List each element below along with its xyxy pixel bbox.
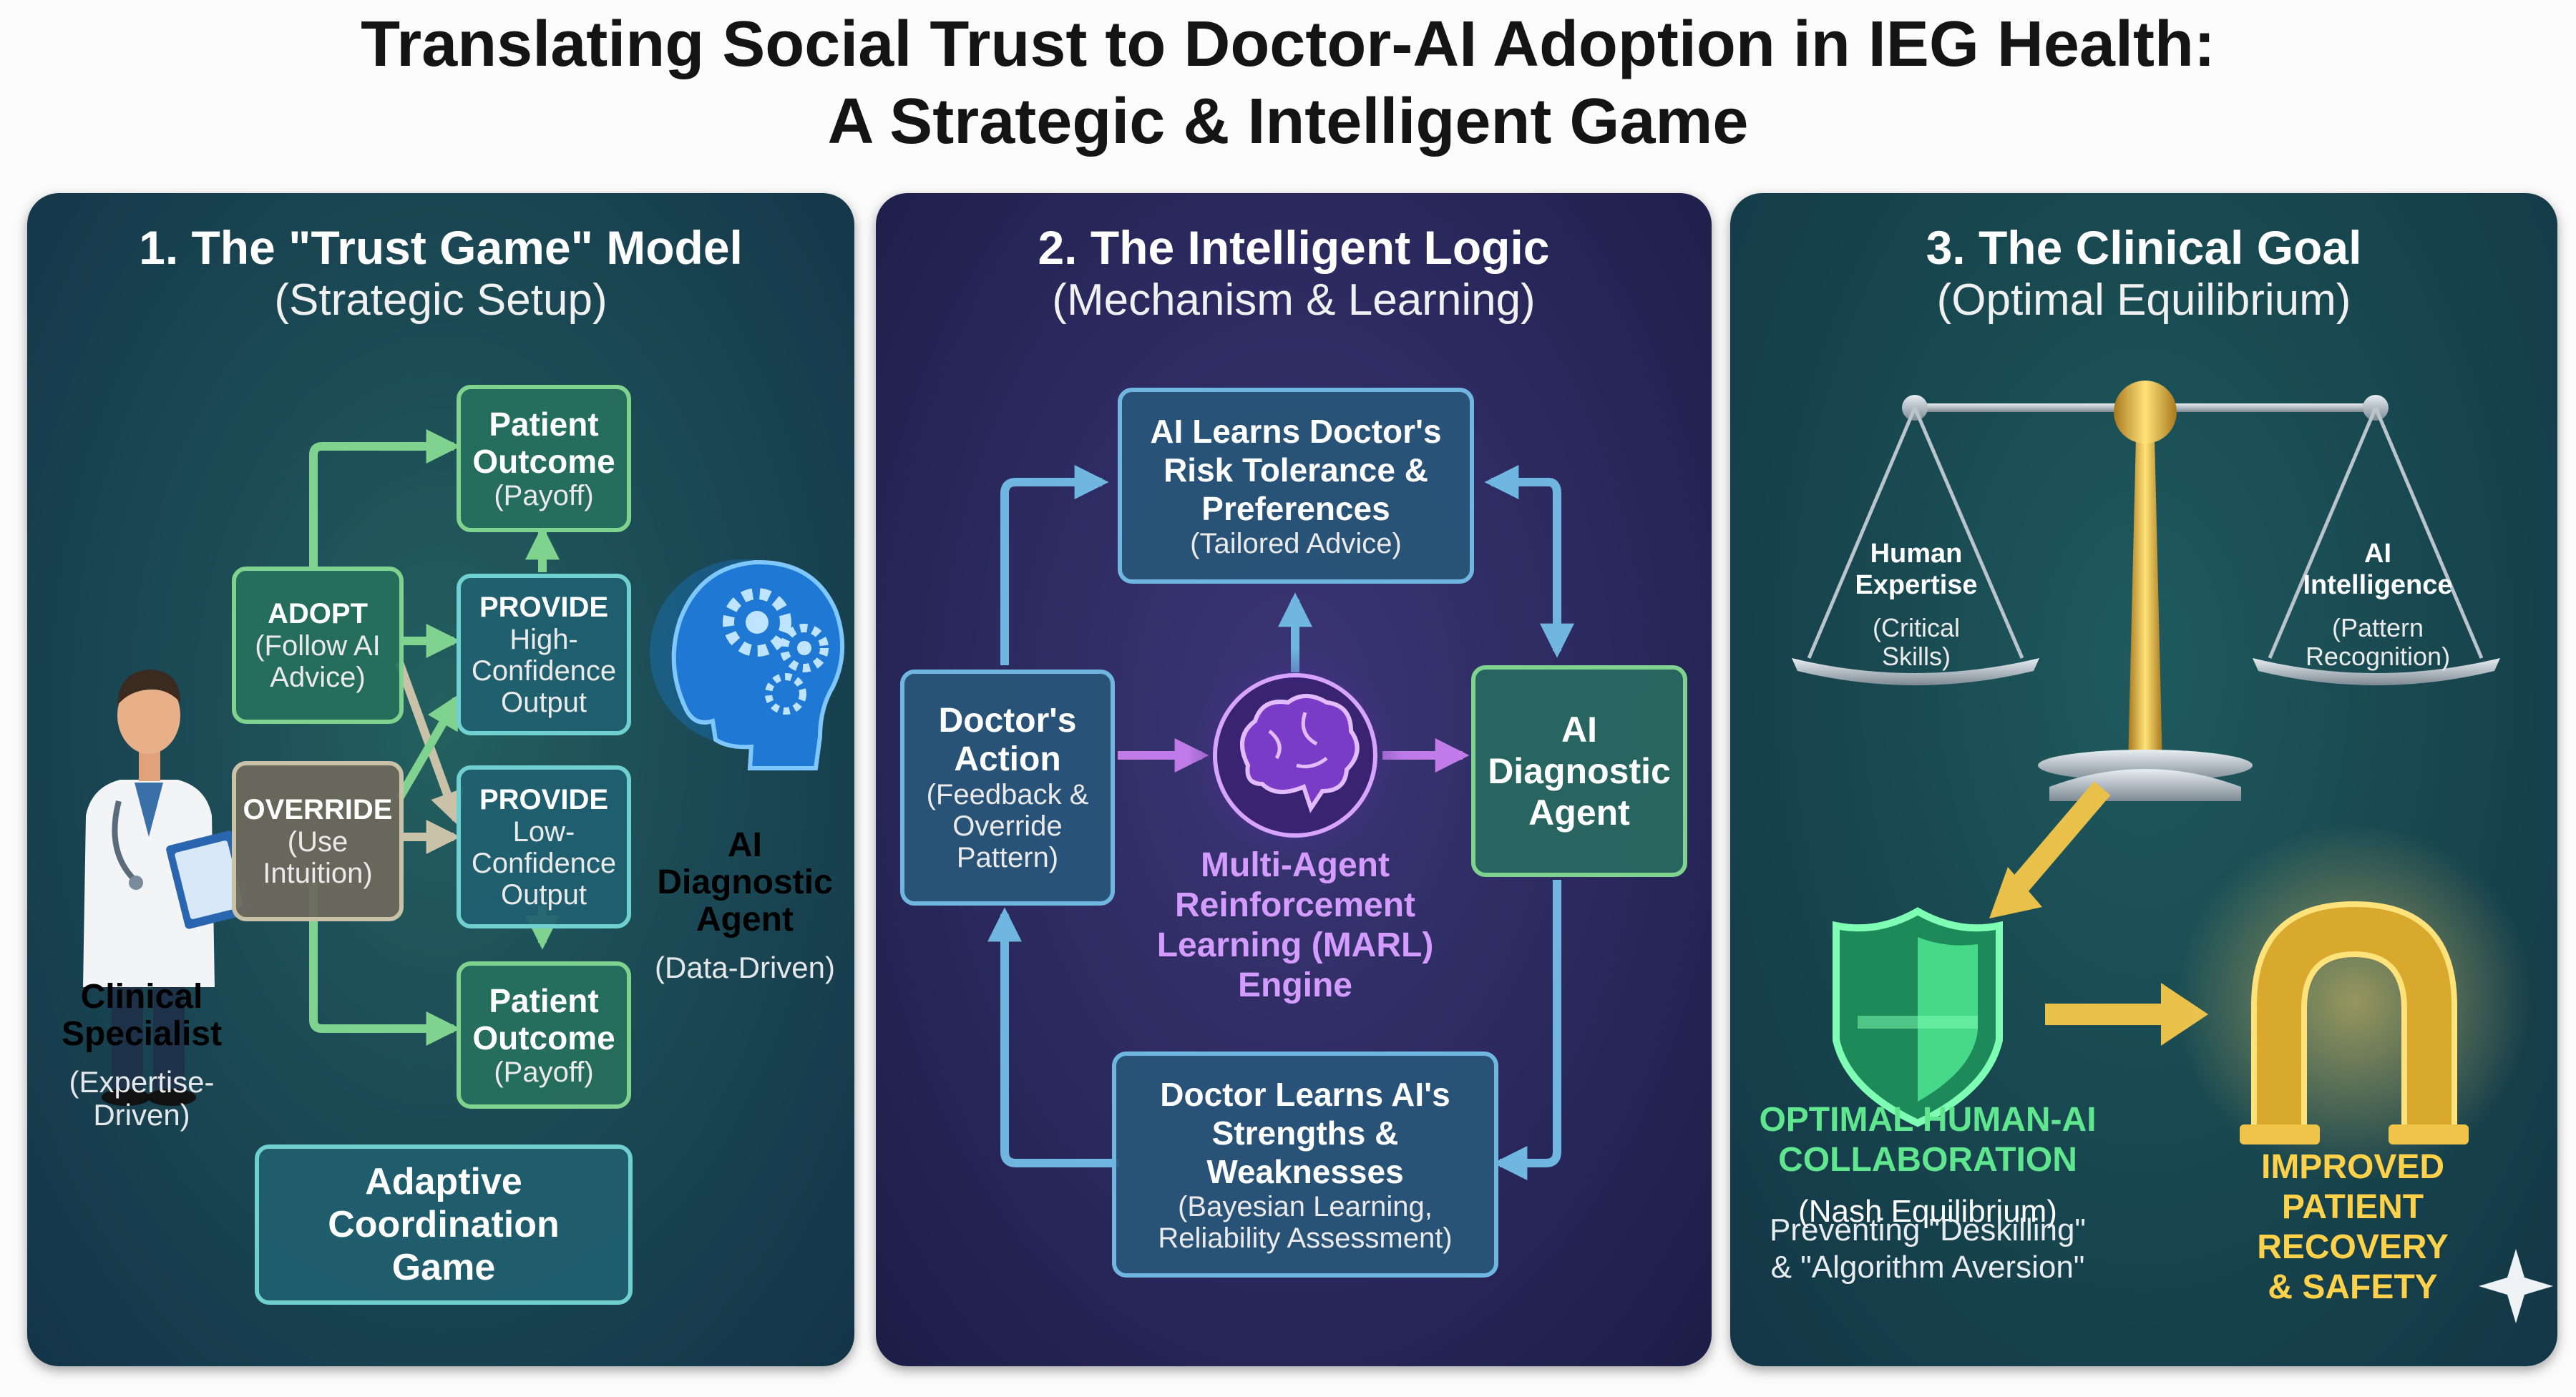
adopt-box: ADOPT (Follow AI Advice): [232, 567, 404, 724]
sparkle-icon: [2479, 1249, 2553, 1323]
agent-caption: AI Diagnostic Agent (Data-Driven): [641, 814, 849, 997]
ai-learns-label: AI Learns Doctor's Risk Tolerance & Pref…: [1150, 413, 1442, 527]
gold-arrow-down-left-head: [1989, 867, 2042, 918]
arrow-ai-learns-to-agent: [1491, 478, 1574, 658]
collaboration-caption: OPTIMAL HUMAN-AI COLLABORATION (Nash Equ…: [1742, 1087, 2114, 1243]
main-title-line-1: Translating Social Trust to Doctor-AI Ad…: [361, 9, 2215, 80]
balance-scale-icon: [1792, 381, 2500, 801]
main-title-line-2: A Strategic & Intelligent Game: [827, 86, 1749, 157]
adaptive-coordination-label: Adaptive Coordination Game: [328, 1161, 560, 1288]
outcome-top-sub: (Payoff): [494, 480, 594, 511]
agent-label: AI Diagnostic Agent: [657, 826, 833, 938]
arch-icon: [2175, 823, 2533, 1180]
ai-intelligence-label-group: AI Intelligence (Pattern Recognition): [2281, 525, 2474, 684]
specialist-caption: Clinical Specialist (Expertise- Driven): [49, 966, 235, 1144]
panel-clinical-goal: 3. The Clinical Goal (Optimal Equilibriu…: [1730, 193, 2557, 1366]
outcome-top-box: Patient Outcome (Payoff): [457, 385, 631, 532]
human-expertise-label: Human Expertise: [1855, 539, 1978, 600]
adaptive-coordination-box: Adaptive Coordination Game: [255, 1144, 633, 1305]
panel-2-heading: 2. The Intelligent Logic: [1038, 221, 1550, 274]
specialist-sub: (Expertise- Driven): [69, 1065, 215, 1132]
collaboration-label: OPTIMAL HUMAN-AI COLLABORATION: [1759, 1101, 2097, 1179]
brain-icon: [1188, 648, 1402, 863]
doctor-learns-label: Doctor Learns AI's Strengths & Weaknesse…: [1160, 1076, 1450, 1190]
provide-high-sub: High- Confidence Output: [471, 624, 617, 718]
specialist-label: Clinical Specialist: [61, 978, 223, 1053]
arrow-action-to-ai-learns: [1000, 465, 1109, 665]
override-box: OVERRIDE (Use Intuition): [232, 761, 404, 921]
gold-arrow-down-left: [2011, 781, 2111, 893]
override-label: OVERRIDE: [243, 794, 393, 825]
human-expertise-label-group: Human Expertise (Critical Skills): [1838, 525, 1995, 684]
shield-icon: [1833, 907, 2003, 1127]
doctor-learns-sub: (Bayesian Learning, Reliability Assessme…: [1158, 1191, 1453, 1254]
marl-engine-caption: Multi-Agent Reinforcement Learning (MARL…: [1156, 846, 1434, 1004]
panel-1-heading: 1. The "Trust Game" Model: [139, 221, 743, 274]
override-sub: (Use Intuition): [263, 826, 373, 889]
ai-head-icon: [650, 559, 845, 770]
arrow-override-to-outcome-bottom: [309, 883, 461, 1046]
panel-1-connectors: [83, 429, 845, 1106]
provide-low-sub: Low- Confidence Output: [471, 816, 617, 911]
collaboration-sub: (Nash Equilibrium): [1798, 1194, 2057, 1229]
panel-intelligent-logic: 2. The Intelligent Logic (Mechanism & Le…: [876, 193, 1712, 1366]
arrow-override-to-provide-high: [395, 693, 461, 801]
outcome-bottom-label: Patient Outcome: [472, 982, 615, 1057]
provide-high-label: PROVIDE: [479, 592, 609, 623]
improved-recovery-caption: IMPROVED PATIENT RECOVERY & SAFETY: [2257, 1148, 2449, 1306]
arrow-agent-to-doctor-learns: [1493, 880, 1561, 1180]
doctor-figure: [83, 670, 252, 1106]
p2-agent-box: AI Diagnostic Agent: [1471, 665, 1687, 877]
panel-3-heading: 3. The Clinical Goal: [1926, 221, 2362, 274]
doctor-action-label: Doctor's Action: [938, 702, 1077, 778]
panel-2-subheading: (Mechanism & Learning): [1052, 275, 1536, 325]
ai-intelligence-sub: (Pattern Recognition): [2305, 613, 2451, 671]
ai-learns-box: AI Learns Doctor's Risk Tolerance & Pref…: [1118, 388, 1474, 584]
outcome-bottom-sub: (Payoff): [494, 1057, 594, 1088]
adopt-sub: (Follow AI Advice): [255, 630, 381, 693]
outcome-bottom-box: Patient Outcome (Payoff): [457, 961, 631, 1109]
agent-sub: (Data-Driven): [654, 951, 836, 984]
p2-agent-label: AI Diagnostic Agent: [1488, 710, 1671, 833]
provide-high-box: PROVIDE High- Confidence Output: [457, 574, 631, 735]
preventing-caption: Preventing "Deskilling" & "Algorithm Ave…: [1769, 1212, 2087, 1285]
human-expertise-sub: (Critical Skills): [1873, 613, 1960, 671]
doctor-action-box: Doctor's Action (Feedback & Override Pat…: [900, 670, 1115, 906]
panel-1-subheading: (Strategic Setup): [274, 275, 608, 325]
provide-low-label: PROVIDE: [479, 784, 609, 815]
doctor-learns-box: Doctor Learns AI's Strengths & Weaknesse…: [1112, 1052, 1498, 1278]
provide-low-box: PROVIDE Low- Confidence Output: [457, 765, 631, 928]
panel-2-connectors: [987, 465, 1574, 1180]
arrow-doctor-learns-to-action: [987, 907, 1119, 1167]
outcome-top-label: Patient Outcome: [472, 406, 615, 480]
ai-learns-sub: (Tailored Advice): [1190, 528, 1402, 559]
arrow-adopt-to-outcome-top: [309, 429, 461, 571]
panel-3-graphics: [1792, 381, 2553, 1323]
ai-intelligence-label: AI Intelligence: [2303, 539, 2453, 600]
panel-trust-game: 1. The "Trust Game" Model (Strategic Set…: [27, 193, 854, 1366]
panel-3-subheading: (Optimal Equilibrium): [1936, 275, 2351, 325]
doctor-action-sub: (Feedback & Override Pattern): [926, 779, 1089, 873]
adopt-label: ADOPT: [268, 598, 368, 629]
